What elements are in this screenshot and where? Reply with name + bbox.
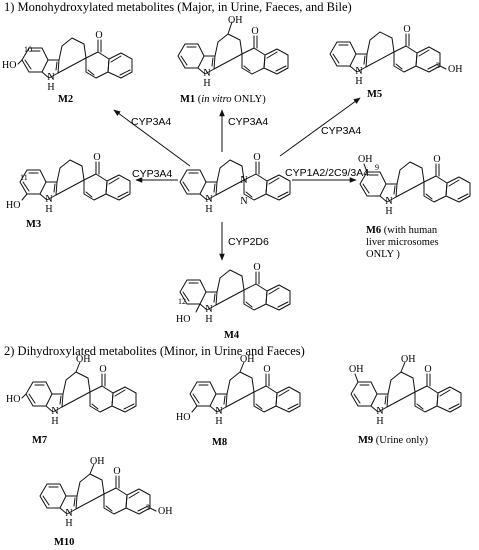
svg-text:OH: OH	[158, 506, 172, 517]
svg-text:H: H	[385, 206, 392, 217]
svg-text:OH: OH	[448, 64, 462, 75]
svg-text:OH: OH	[349, 364, 363, 375]
svg-text:3: 3	[436, 61, 440, 70]
svg-text:H: H	[215, 416, 222, 427]
svg-text:N: N	[240, 196, 247, 207]
arrow-to-m5	[279, 97, 361, 157]
svg-text:N: N	[203, 68, 210, 79]
m4-structure: N H O HO 12	[176, 262, 291, 325]
svg-text:O: O	[253, 262, 260, 273]
svg-text:OH: OH	[90, 456, 104, 467]
svg-text:O: O	[433, 154, 440, 165]
svg-text:12: 12	[178, 297, 186, 306]
svg-text:9: 9	[375, 163, 379, 172]
svg-text:HO: HO	[6, 394, 20, 405]
svg-text:O: O	[253, 152, 260, 163]
m7-label: M7	[32, 435, 47, 446]
svg-text:H: H	[51, 416, 58, 427]
enzyme-m1: CYP3A4	[228, 116, 268, 128]
svg-text:3: 3	[146, 503, 150, 512]
enzyme-m3: CYP3A4	[132, 168, 172, 180]
m5-label: M5	[367, 89, 382, 100]
svg-text:H: H	[45, 204, 52, 215]
parent-structure: N H N N O	[179, 152, 291, 215]
enzyme-m4: CYP2D6	[228, 236, 269, 248]
section2-title: 2) Dihydroxylated metabolites (Minor, in…	[4, 344, 305, 358]
svg-text:N: N	[215, 406, 222, 417]
svg-text:H: H	[203, 78, 210, 89]
svg-text:N: N	[355, 66, 362, 77]
svg-text:H: H	[47, 82, 54, 93]
m8-structure: N H O HO OH	[176, 354, 301, 427]
svg-text:N: N	[51, 406, 58, 417]
svg-text:H: H	[376, 416, 383, 427]
svg-text:10: 10	[24, 45, 32, 54]
m2-structure: N H O HO 10	[2, 30, 133, 93]
svg-text:N: N	[65, 508, 72, 519]
m3-label: M3	[26, 219, 41, 230]
svg-text:O: O	[113, 466, 120, 477]
svg-text:H: H	[65, 518, 72, 529]
m7-structure: N H O HO OH	[6, 354, 137, 427]
svg-text:M9 (Urine only): M9 (Urine only)	[358, 435, 428, 446]
svg-text:OH: OH	[401, 354, 415, 365]
svg-text:H: H	[205, 314, 212, 325]
svg-text:O: O	[251, 26, 258, 37]
svg-text:O: O	[403, 24, 410, 35]
svg-text:O: O	[263, 364, 270, 375]
m3-structure: N H O HO 11	[6, 152, 131, 215]
arrow-to-m2	[113, 109, 191, 167]
svg-text:N: N	[205, 194, 212, 205]
svg-text:N: N	[240, 175, 247, 186]
svg-text:M6 (with human: M6 (with human	[366, 225, 438, 236]
svg-text:OH: OH	[240, 354, 254, 365]
m6-structure: N H O OH 9	[358, 154, 471, 217]
svg-text:O: O	[424, 364, 431, 375]
section1-title: 1) Monohydroxylated metabolites (Major, …	[4, 0, 352, 14]
m9-label: M9 (Urine only)	[358, 435, 428, 446]
svg-text:OH: OH	[228, 15, 242, 26]
svg-text:N: N	[385, 196, 392, 207]
svg-text:N: N	[45, 194, 52, 205]
svg-text:ONLY ): ONLY )	[366, 249, 400, 260]
m6-label: M6 (with human liver microsomes ONLY )	[366, 225, 439, 260]
svg-text:N: N	[205, 304, 212, 315]
svg-text:HO: HO	[2, 60, 16, 71]
svg-text:H: H	[355, 76, 362, 87]
enzyme-m6: CYP1A2/2C9/3A4	[285, 167, 369, 179]
svg-text:N: N	[376, 406, 383, 417]
svg-text:N: N	[47, 72, 54, 83]
m1-structure: N H O OH	[177, 15, 289, 89]
svg-text:O: O	[99, 364, 106, 375]
svg-text:HO: HO	[176, 412, 190, 423]
svg-text:O: O	[93, 152, 100, 163]
m8-label: M8	[212, 437, 227, 448]
svg-text:HO: HO	[176, 314, 190, 325]
m9-structure: N H O OH OH	[349, 354, 462, 427]
svg-text:O: O	[95, 30, 102, 41]
svg-text:liver microsomes: liver microsomes	[366, 237, 439, 248]
enzyme-m5: CYP3A4	[321, 125, 361, 137]
svg-text:H: H	[205, 204, 212, 215]
m10-structure: N H O OH OH 3	[39, 456, 172, 529]
m10-label: M10	[54, 537, 74, 548]
svg-text:M1 (in vitro ONLY): M1 (in vitro ONLY)	[180, 94, 266, 105]
svg-text:11: 11	[20, 173, 28, 182]
svg-text:HO: HO	[6, 200, 20, 211]
svg-text:OH: OH	[358, 154, 372, 165]
svg-text:OH: OH	[76, 354, 90, 365]
m2-label: M2	[58, 94, 73, 105]
m5-structure: N H O OH 3	[329, 24, 462, 87]
m1-label: M1 (in vitro ONLY)	[180, 94, 266, 105]
m4-label: M4	[224, 330, 240, 341]
enzyme-m2: CYP3A4	[131, 116, 171, 128]
